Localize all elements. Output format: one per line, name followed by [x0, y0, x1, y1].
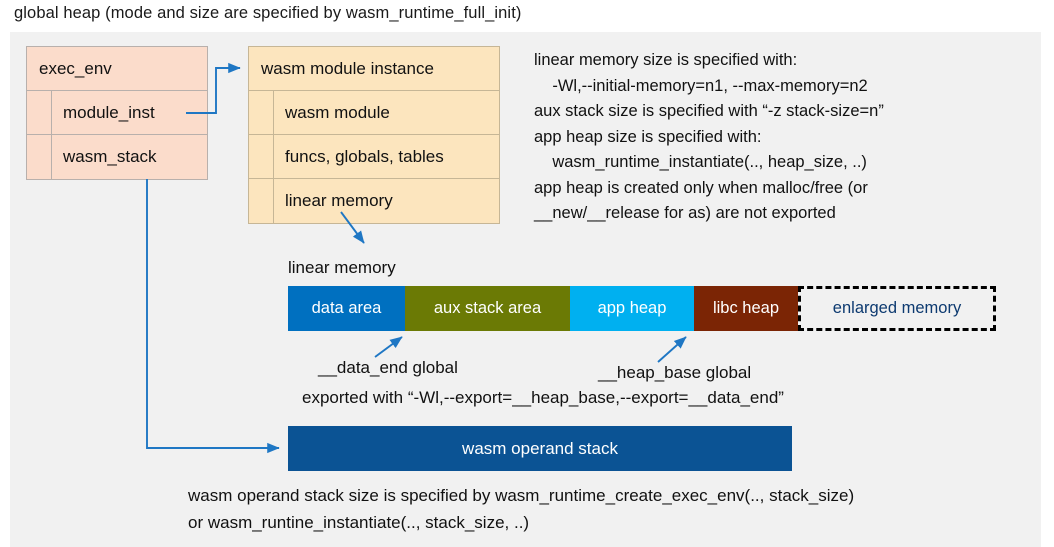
exec-env-row-wasm-stack: wasm_stack — [27, 135, 207, 179]
wasm-operand-stack-label: wasm operand stack — [462, 438, 618, 458]
wasm-module-instance-box: wasm module instance wasm module funcs, … — [248, 46, 500, 224]
wasm-operand-stack-box: wasm operand stack — [288, 426, 792, 471]
wasm-module-instance-header: wasm module instance — [249, 47, 499, 91]
mem-segment-label: data area — [311, 299, 382, 317]
page-title: global heap (mode and size are specified… — [14, 4, 522, 22]
mem-segment-libc-heap: libc heap — [694, 286, 798, 331]
indent-cell — [249, 179, 274, 223]
indent-cell — [27, 91, 52, 134]
mem-segment-data-area: data area — [288, 286, 405, 331]
exec-env-row-module-inst: module_inst — [27, 91, 207, 135]
exec-env-row-wasm-stack-cell: wasm_stack — [52, 135, 207, 179]
data-end-annotation: __data_end global — [318, 358, 458, 377]
mem-segment-label: libc heap — [712, 299, 780, 317]
module-inst-label: module_inst — [63, 102, 155, 122]
mem-segment-enlarged-memory: enlarged memory — [798, 286, 996, 331]
row-wasm-module: wasm module — [249, 91, 499, 135]
heap-base-annotation: __heap_base global — [598, 363, 752, 382]
wasm-stack-label: wasm_stack — [63, 147, 157, 166]
row-funcs-globals-tables: funcs, globals, tables — [249, 135, 499, 179]
indent-cell — [27, 135, 52, 179]
operand-stack-note: wasm operand stack size is specified by … — [188, 486, 855, 532]
exec-env-row-module-inst-cell: module_inst — [52, 91, 207, 134]
linear-memory-label: linear memory — [285, 191, 393, 210]
exec-env-header-label: exec_env — [39, 58, 112, 78]
exec-env-box: exec_env module_inst wasm_stack — [26, 46, 208, 180]
mem-segment-label: app heap — [597, 299, 667, 317]
mem-segment-label: aux stack area — [433, 299, 542, 317]
row-linear-memory-cell: linear memory — [274, 179, 499, 223]
wasm-module-label: wasm module — [285, 102, 390, 122]
linear-memory-bar: data area aux stack area app heap libc h… — [288, 286, 996, 331]
indent-cell — [249, 91, 274, 134]
mem-segment-aux-stack-area: aux stack area — [405, 286, 570, 331]
mem-segment-label: enlarged memory — [832, 299, 962, 317]
exec-env-header: exec_env — [27, 47, 207, 91]
linear-memory-note: linear memory size is specified with: -W… — [534, 51, 884, 222]
funcs-globals-tables-label: funcs, globals, tables — [285, 146, 444, 166]
row-wasm-module-cell: wasm module — [274, 91, 499, 134]
exported-with-annotation: exported with “-Wl,--export=__heap_base,… — [302, 388, 784, 407]
mem-segment-app-heap: app heap — [570, 286, 694, 331]
linear-memory-caption: linear memory — [288, 258, 396, 277]
row-funcs-globals-tables-cell: funcs, globals, tables — [274, 135, 499, 178]
row-linear-memory: linear memory — [249, 179, 499, 223]
wasm-module-instance-header-label: wasm module instance — [261, 58, 434, 78]
indent-cell — [249, 135, 274, 178]
